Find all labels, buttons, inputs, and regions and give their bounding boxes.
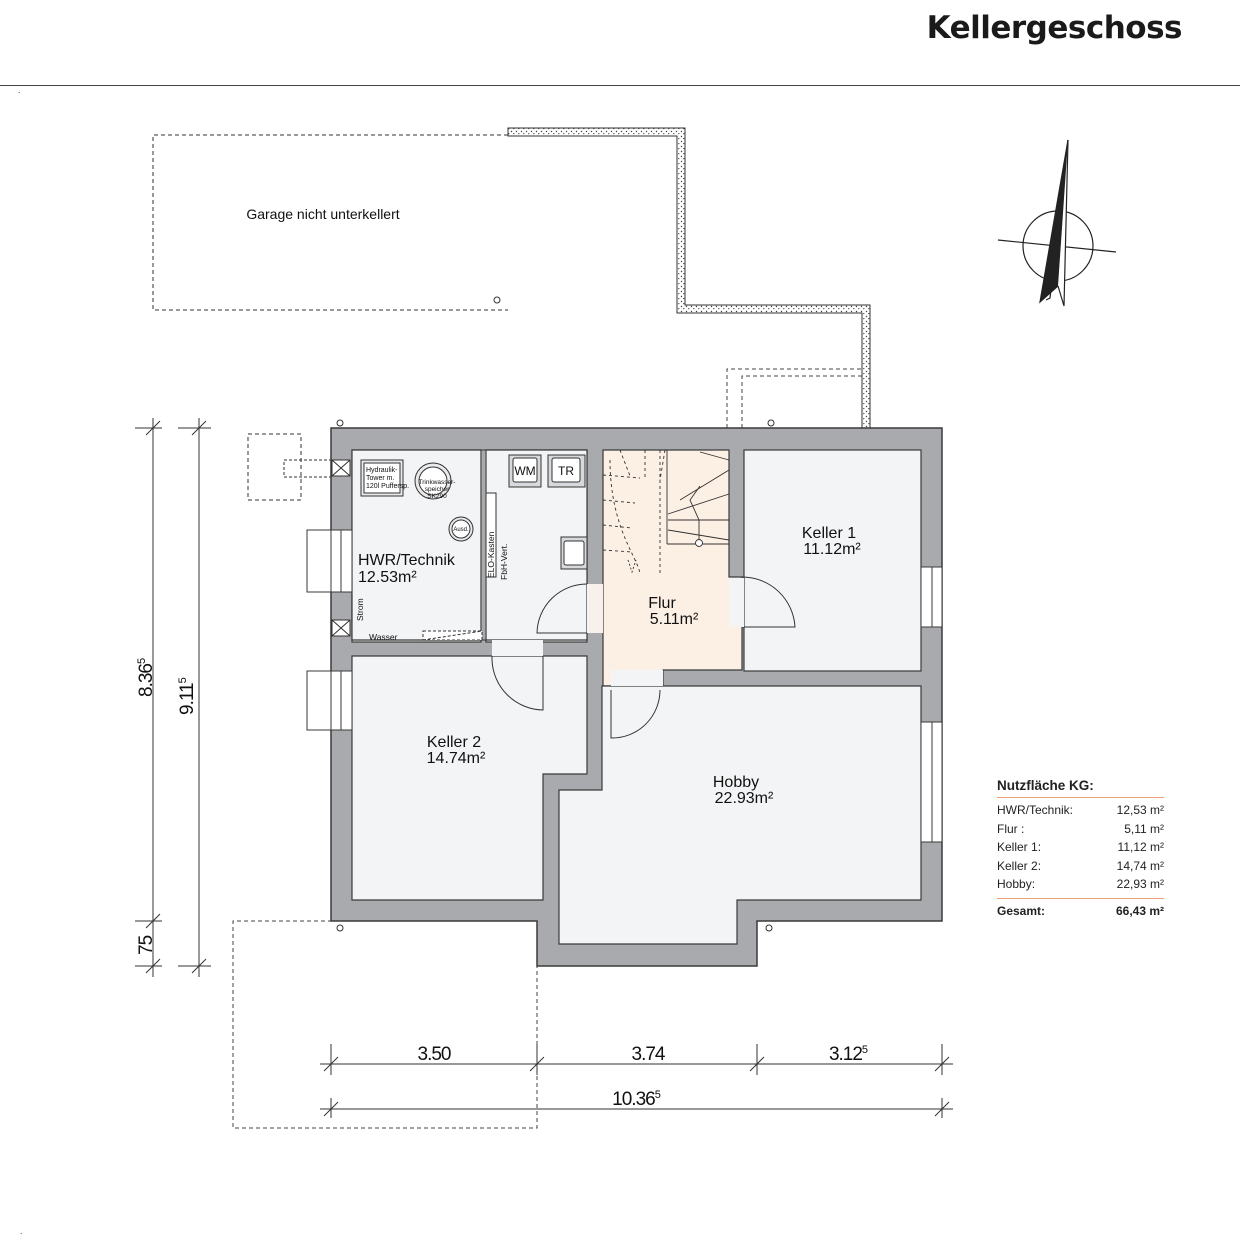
hydraulik-label-line3: 120l Puffersp.	[366, 483, 409, 490]
area-row-value: 22,93 m²	[1116, 877, 1164, 891]
stray-mark: .	[18, 85, 21, 95]
strom-label: Strom	[355, 598, 365, 621]
area-row-label: Flur :	[997, 821, 1025, 836]
area-row-label: Hobby:	[997, 877, 1036, 891]
hydraulik-label-line2: Tower m.	[366, 475, 394, 482]
entrance-outline	[726, 368, 862, 428]
room-area-keller2: 14.74m²	[427, 750, 486, 767]
area-table-rule	[997, 897, 1164, 899]
area-table-rule	[997, 797, 1164, 798]
fbh-label: FbH-Vert.	[499, 544, 509, 580]
area-row: HWR/Technik: 12,53 m²	[997, 801, 1164, 820]
area-row: Keller 1: 11,12 m²	[997, 838, 1164, 857]
room-area-keller1: 11.12m²	[803, 541, 861, 558]
area-total-value: 66,43 m²	[1115, 903, 1164, 918]
terrace-outline	[232, 920, 538, 1129]
speicher-label-line3: SK290	[427, 493, 447, 500]
header-divider	[0, 85, 1240, 86]
area-row-value: 5,11 m²	[1124, 821, 1164, 836]
room-name-keller1: Keller 1	[802, 525, 856, 542]
room-name-flur: Flur	[648, 595, 676, 612]
dim-width-total: 10.365	[612, 1089, 661, 1110]
page-title: Kellergeschoss	[926, 10, 1183, 46]
horizontal-dimensions	[320, 1044, 953, 1118]
room-area-hwr: 12.53m²	[358, 569, 417, 586]
ausd-label: Ausd.	[453, 527, 469, 533]
area-row-value: 11,12 m²	[1117, 840, 1164, 854]
area-row: Keller 2: 14,74 m²	[997, 857, 1164, 876]
corner-markers	[336, 419, 775, 932]
speicher-label-line1: Trinkwasser-	[419, 479, 456, 486]
area-row-label: Keller 1:	[997, 840, 1042, 854]
windows	[306, 529, 943, 843]
garage-label: Garage nicht unterkellert	[246, 206, 399, 222]
area-row-value: 12,53 m²	[1116, 803, 1164, 817]
room-name-hobby: Hobby	[713, 774, 759, 791]
gravel-strip	[507, 127, 871, 429]
speicher-label-line2: speicher	[425, 486, 450, 493]
dim-width-1: 3.50	[418, 1044, 451, 1065]
dim-width-2: 3.74	[632, 1044, 666, 1065]
garage-outline	[152, 134, 508, 311]
elo-label: ELO-Kasten	[486, 531, 496, 578]
room-name-keller2: Keller 2	[427, 734, 481, 751]
door-swings	[491, 576, 796, 739]
room-area-hobby: 22.93m²	[715, 790, 774, 807]
area-total-row: Gesamt: 66,43 m²	[997, 904, 1164, 918]
area-row-value: 14,74 m²	[1116, 858, 1164, 873]
tr-label: TR	[558, 464, 574, 478]
outside-shaft	[247, 433, 333, 501]
north-arrow-icon	[997, 139, 1117, 307]
area-table-title: Nutzfläche KG:	[997, 778, 1094, 793]
dim-height-small: 75	[136, 935, 157, 955]
room-area-flur: 5.11m²	[650, 611, 699, 628]
stray-mark: .	[20, 1226, 23, 1236]
vertical-dimensions	[135, 418, 211, 977]
wasser-label: Wasser	[369, 632, 398, 642]
area-row: Hobby: 22,93 m²	[997, 875, 1164, 894]
area-row-label: HWR/Technik:	[997, 803, 1074, 817]
room-name-hwr: HWR/Technik	[358, 552, 456, 569]
dim-height-outer: 8.365	[136, 658, 157, 697]
area-row-label: Keller 2:	[997, 858, 1042, 873]
wall-ducts	[331, 459, 351, 637]
area-row: Flur : 5,11 m²	[997, 820, 1164, 839]
fixtures	[351, 454, 588, 641]
dim-width-3: 3.125	[829, 1044, 868, 1065]
dim-height-total: 9.115	[177, 677, 198, 715]
area-summary-table: Nutzfläche KG: HWR/Technik: 12,53 m² Flur…	[997, 778, 1164, 918]
hydraulik-label-line1: Hydraulik-	[366, 467, 398, 474]
wm-label: WM	[514, 464, 535, 478]
stair	[602, 449, 730, 576]
area-total-label: Gesamt:	[997, 903, 1046, 918]
